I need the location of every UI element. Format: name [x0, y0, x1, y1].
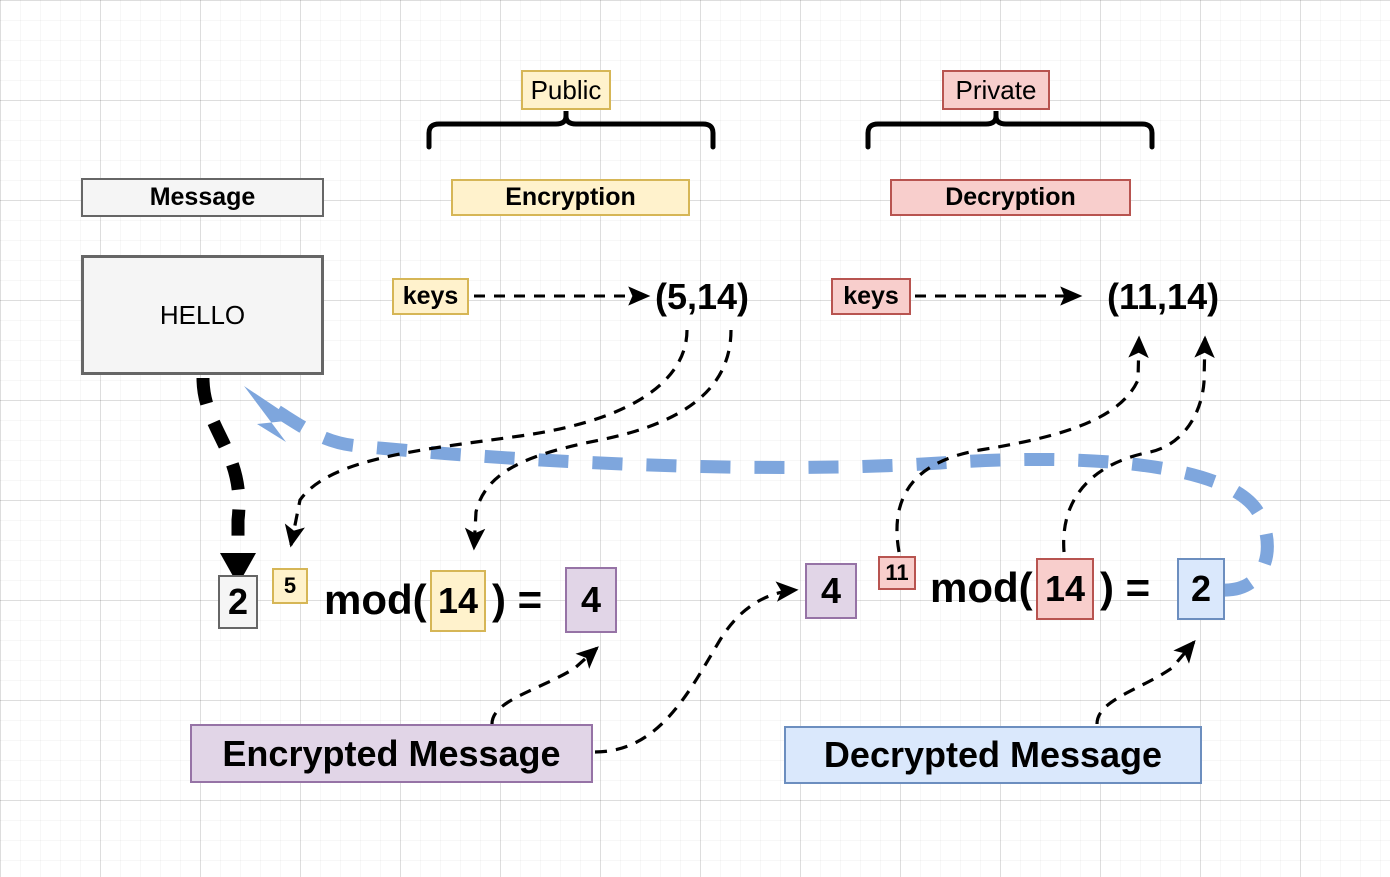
- decryption-modulus: 14: [1036, 558, 1094, 620]
- connector-public-key-n-to-modulus: [464, 329, 733, 551]
- connector-private-key-n-to-modulus: [1062, 335, 1215, 553]
- encryption-modulus: 14: [430, 570, 486, 632]
- brace-private: [865, 113, 1155, 150]
- encryption-label: Encryption: [451, 179, 690, 216]
- connector-public-key-e-to-exponent: [284, 329, 689, 548]
- encrypted-message-label: Encrypted Message: [190, 724, 593, 783]
- encryption-mod-close: ) =: [492, 576, 543, 623]
- encryption-mod-open: mod(: [324, 576, 427, 623]
- public-brace-label: Public: [521, 70, 611, 110]
- message-header-label: Message: [81, 178, 324, 217]
- public-key-pair: (5,14): [655, 276, 750, 317]
- connector-private-key-d-to-exponent: [895, 335, 1149, 553]
- decryption-result: 2: [1177, 558, 1225, 620]
- connector-hello-to-base: [196, 377, 246, 562]
- private-key-pair: (11,14): [1107, 276, 1220, 317]
- public-keys-label: keys: [392, 278, 469, 315]
- private-brace-label: Private: [942, 70, 1050, 110]
- decryption-base: 4: [805, 563, 857, 619]
- brace-public: [426, 113, 716, 150]
- decryption-mod-close: ) =: [1100, 564, 1151, 611]
- decryption-label: Decryption: [890, 179, 1131, 216]
- plaintext-message-box: HELLO: [81, 255, 324, 375]
- decryption-exponent: 11: [878, 556, 916, 590]
- encryption-base: 2: [218, 575, 258, 629]
- decrypted-message-label: Decrypted Message: [784, 726, 1202, 784]
- decryption-mod-open: mod(: [930, 564, 1033, 611]
- private-keys-label: keys: [831, 278, 911, 315]
- encryption-result: 4: [565, 567, 617, 633]
- connector-enc-label-to-result: [490, 646, 599, 725]
- connector-enc-label-to-decrypt-input: [594, 581, 799, 754]
- arrowhead-result-back-to-message: [244, 386, 295, 442]
- connector-dec-label-to-result: [1095, 640, 1196, 725]
- encryption-exponent: 5: [272, 568, 308, 604]
